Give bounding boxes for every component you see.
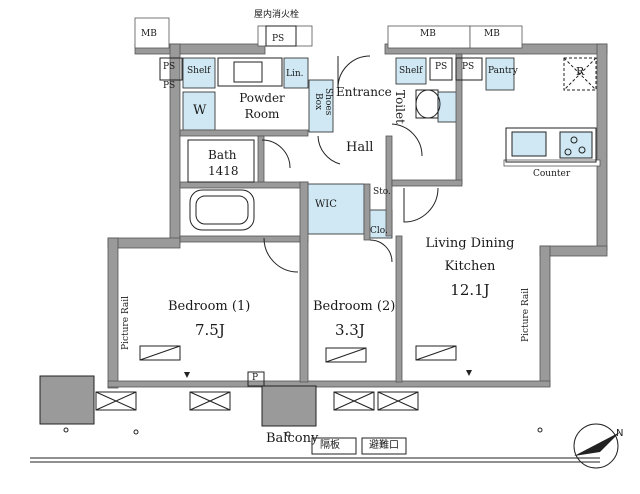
refrigerator-label: R — [576, 65, 585, 78]
bath-size-label: 1418 — [208, 164, 239, 178]
partition-right-label: 避難口 — [369, 440, 399, 451]
ac-unit-left — [39, 375, 95, 425]
pipe-box — [247, 371, 265, 387]
shelf-left-fill — [182, 57, 216, 89]
pantry-label: Pantry — [488, 66, 518, 76]
hydrant-label: 屋内消火栓 — [254, 10, 300, 20]
bathtub — [189, 189, 255, 231]
shoes-box-label: Shoes Box — [312, 88, 333, 116]
pantry-fill — [485, 57, 515, 91]
washer-fill — [182, 91, 216, 131]
linen-label: Lin. — [286, 69, 304, 79]
hall-label: Hall — [346, 140, 374, 155]
toilet-storage-fill — [437, 91, 459, 123]
ps-box-1 — [159, 57, 183, 81]
ldk-label-line2: Kitchen — [444, 259, 496, 274]
entrance-door — [337, 55, 371, 89]
kitchen-counter — [505, 127, 597, 163]
linen-fill — [283, 57, 309, 89]
vanity — [217, 57, 283, 87]
shelf-left-label: Shelf — [187, 66, 211, 76]
ac-unit-right — [261, 385, 317, 427]
powder-room-label: Powder Room — [239, 91, 285, 121]
ps-box-2 — [265, 25, 297, 47]
bedroom1-area-label: 7.5J — [195, 321, 225, 339]
fixtures — [30, 25, 600, 463]
partition-left-label: 隔板 — [320, 440, 340, 451]
mb-label-1: MB — [141, 29, 157, 39]
closet-label: Clo. — [370, 226, 388, 236]
shelf-right-fill — [395, 57, 427, 85]
window-markers — [184, 370, 472, 378]
counter-label: Counter — [533, 169, 571, 179]
pipe-p-label: P — [252, 373, 259, 383]
shoes-box-fill — [308, 79, 334, 133]
balcony-label: Balcony — [266, 431, 319, 446]
wic-label: WIC — [315, 199, 337, 210]
ldk-area-label: 12.1J — [450, 281, 490, 299]
ps-label-3: PS — [435, 62, 448, 72]
refrigerator-box — [563, 57, 597, 91]
svg-text:N: N — [616, 428, 623, 439]
entrance-label: Entrance — [336, 85, 392, 99]
picture-rail-left-label: Picture Rail — [121, 296, 131, 350]
north-arrow-icon: N — [573, 423, 623, 469]
ps-label-4: PS — [462, 62, 475, 72]
ldk-label-line1: Living Dining — [425, 236, 515, 251]
washer-label: W — [193, 103, 207, 118]
walls — [107, 17, 608, 389]
picture-rail-right-label: Picture Rail — [521, 288, 531, 342]
shelf-right-label: Shelf — [399, 66, 423, 76]
toilet-label: Toilet — [393, 90, 407, 124]
bedroom1-label: Bedroom (1) — [168, 299, 251, 314]
ps-box-3 — [429, 57, 453, 81]
bedroom2-area-label: 3.3J — [335, 321, 365, 339]
ps-label-2: PS — [272, 34, 285, 44]
mb-label-2: MB — [420, 29, 436, 39]
bedroom2-label: Bedroom (2) — [313, 299, 396, 314]
storage-label: Sto. — [373, 187, 391, 197]
mb-label-3: MB — [484, 29, 500, 39]
storage-fills — [182, 57, 515, 239]
ps-label-1: PS — [163, 62, 176, 72]
ps-label-5: PS — [163, 81, 176, 91]
ps-box-4 — [455, 57, 483, 81]
toilet-fixture — [415, 89, 441, 119]
wic-fill — [307, 183, 365, 235]
bath-label: Bath — [208, 148, 237, 162]
